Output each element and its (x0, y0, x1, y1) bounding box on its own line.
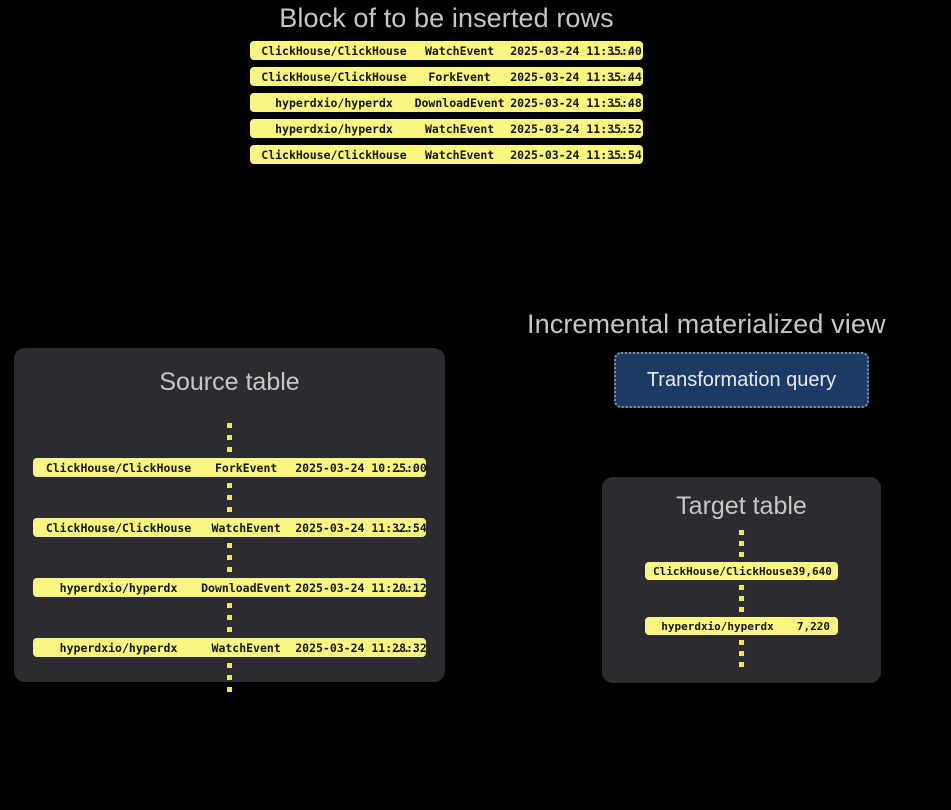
row-timestamp: 2025-03-24 10:25:00 (295, 460, 426, 475)
row-count: 7,220 (796, 619, 830, 633)
row-more: ... (610, 95, 634, 110)
row-timestamp: 2025-03-24 11:35:44 (510, 69, 642, 84)
row-count: 39,640 (792, 564, 832, 578)
row-timestamp: 2025-03-24 11:35:54 (510, 147, 642, 162)
row-repo: ClickHouse/ClickHouse (653, 564, 793, 578)
row-repo: ClickHouse/ClickHouse (261, 147, 407, 162)
row-repo: ClickHouse/ClickHouse (261, 43, 407, 58)
table-row: ClickHouse/ClickHouse WatchEvent 2025-03… (250, 145, 643, 164)
row-event: WatchEvent (211, 520, 281, 535)
row-repo: hyperdxio/hyperdx (59, 640, 178, 655)
vertical-ellipsis-icon (33, 657, 426, 698)
target-table-title: Target table (676, 492, 807, 520)
source-table-rows: ClickHouse/ClickHouse ForkEvent 2025-03-… (33, 417, 426, 698)
row-event: DownloadEvent (414, 95, 505, 110)
row-more: ... (610, 147, 634, 162)
row-repo: hyperdxio/hyperdx (275, 95, 393, 110)
row-event: WatchEvent (424, 121, 495, 136)
table-row: hyperdxio/hyperdx 7,220 (645, 617, 838, 635)
vertical-ellipsis-icon (33, 417, 426, 458)
table-row: hyperdxio/hyperdx WatchEvent 2025-03-24 … (250, 119, 643, 138)
table-row: ClickHouse/ClickHouse 39,640 (645, 562, 838, 580)
row-timestamp: 2025-03-24 11:35:48 (510, 95, 642, 110)
vertical-ellipsis-icon (33, 537, 426, 578)
transformation-query-box[interactable]: Transformation query (614, 352, 869, 408)
row-repo: hyperdxio/hyperdx (59, 580, 178, 595)
transformation-query-label: Transformation query (646, 368, 837, 391)
row-more: ... (610, 121, 634, 136)
table-row: ClickHouse/ClickHouse ForkEvent 2025-03-… (33, 458, 426, 477)
row-timestamp: 2025-03-24 11:28:32 (295, 640, 426, 655)
vertical-ellipsis-icon (645, 635, 838, 672)
row-more: ... (395, 520, 419, 535)
source-table-title: Source table (159, 368, 300, 396)
vertical-ellipsis-icon (645, 580, 838, 617)
source-table-panel: Source table (14, 348, 445, 682)
row-repo: hyperdxio/hyperdx (275, 121, 393, 136)
row-repo: ClickHouse/ClickHouse (45, 520, 192, 535)
row-timestamp: 2025-03-24 11:32:54 (295, 520, 426, 535)
materialized-view-title: Incremental materialized view (527, 309, 886, 339)
target-table-rows: ClickHouse/ClickHouse 39,640 hyperdxio/h… (645, 525, 838, 672)
block-title: Block of to be inserted rows (279, 3, 614, 33)
table-row: ClickHouse/ClickHouse WatchEvent 2025-03… (33, 518, 426, 537)
table-row: ClickHouse/ClickHouse ForkEvent 2025-03-… (250, 67, 643, 86)
vertical-ellipsis-icon (33, 477, 426, 518)
row-event: ForkEvent (428, 69, 491, 84)
row-timestamp: 2025-03-24 11:35:52 (510, 121, 642, 136)
row-more: ... (395, 580, 419, 595)
row-event: WatchEvent (424, 147, 495, 162)
row-event: WatchEvent (211, 640, 281, 655)
row-event: DownloadEvent (201, 580, 292, 595)
row-repo: ClickHouse/ClickHouse (45, 460, 192, 475)
row-timestamp: 2025-03-24 11:35:40 (510, 43, 642, 58)
inserted-rows-block: ClickHouse/ClickHouse WatchEvent 2025-03… (250, 41, 643, 164)
row-more: ... (610, 43, 634, 58)
row-repo: hyperdxio/hyperdx (661, 619, 774, 633)
vertical-ellipsis-icon (33, 597, 426, 638)
row-timestamp: 2025-03-24 11:20:12 (295, 580, 426, 595)
row-repo: ClickHouse/ClickHouse (261, 69, 407, 84)
row-event: WatchEvent (424, 43, 495, 58)
row-more: ... (395, 640, 419, 655)
table-row: ClickHouse/ClickHouse WatchEvent 2025-03… (250, 41, 643, 60)
table-row: hyperdxio/hyperdx WatchEvent 2025-03-24 … (33, 638, 426, 657)
table-row: hyperdxio/hyperdx DownloadEvent 2025-03-… (33, 578, 426, 597)
target-table-panel: Target table (602, 477, 881, 683)
table-row: hyperdxio/hyperdx DownloadEvent 2025-03-… (250, 93, 643, 112)
row-more: ... (610, 69, 634, 84)
vertical-ellipsis-icon (645, 525, 838, 562)
row-more: ... (395, 460, 419, 475)
row-event: ForkEvent (214, 460, 278, 475)
